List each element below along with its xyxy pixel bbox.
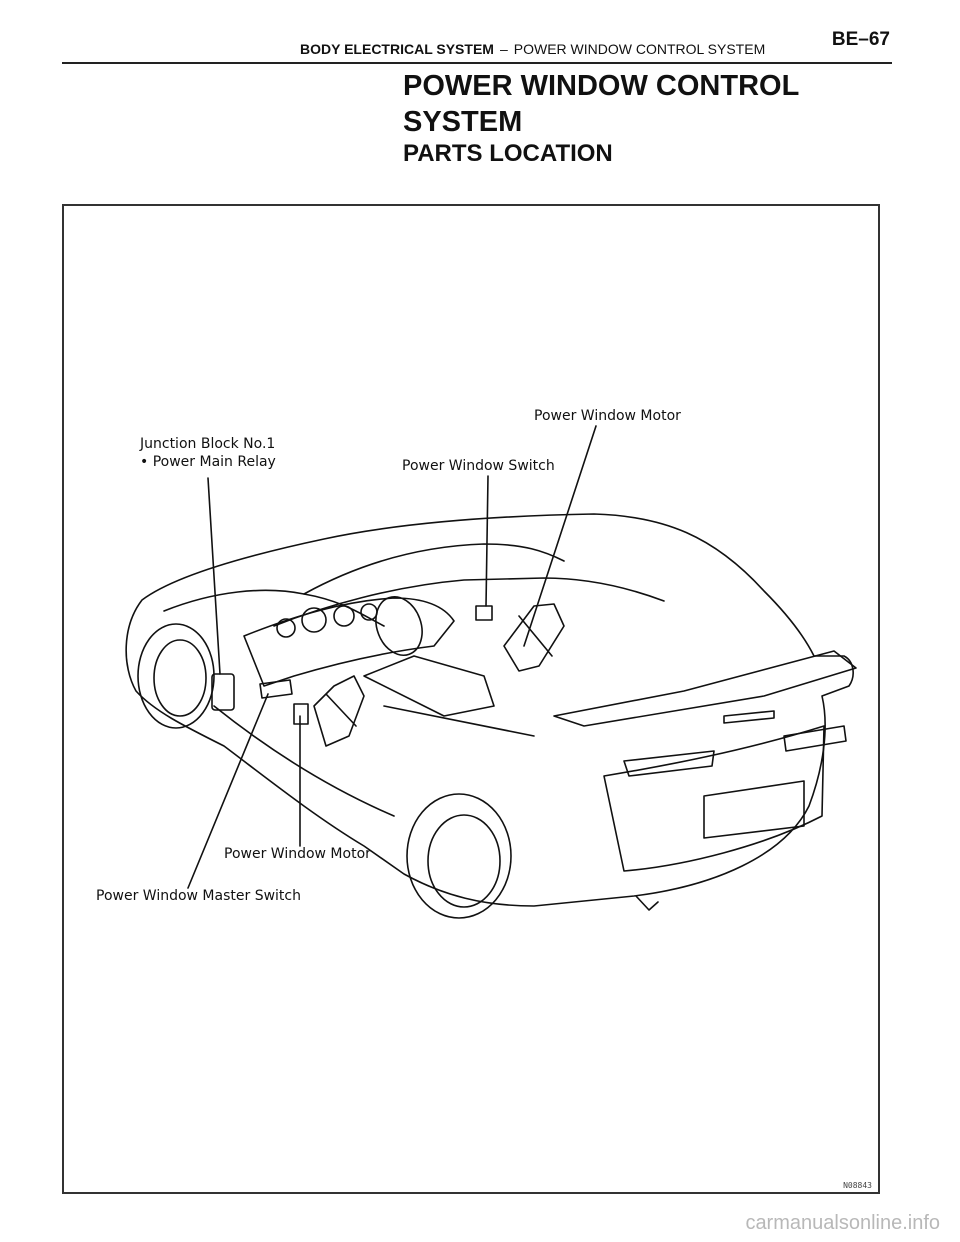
car-illustration (125, 425, 857, 919)
label-power-window-master-switch: Power Window Master Switch (96, 888, 301, 904)
steering-wheel (375, 596, 423, 656)
license-plate (703, 780, 805, 839)
windshield-line (303, 543, 565, 595)
door-sill (213, 705, 395, 817)
console-line (383, 705, 535, 737)
page-number: BE–67 (831, 29, 890, 50)
label-junction-block: Junction Block No.1 (140, 436, 276, 452)
dashboard (243, 597, 455, 687)
rear-panel (603, 725, 825, 872)
leader-switch (485, 475, 489, 607)
front-window-regulator (313, 675, 365, 747)
rear-wheel (406, 793, 512, 919)
section-subtitle: PARTS LOCATION (403, 140, 613, 167)
tail-light-right (783, 725, 847, 752)
rear-spoiler (553, 650, 857, 727)
gauge-2 (301, 607, 327, 633)
front-wheel-inner (153, 639, 207, 717)
center-console (363, 655, 495, 717)
master-switch (259, 679, 293, 699)
front-wheel (137, 623, 215, 729)
leader-master (187, 693, 269, 889)
window-switch (475, 605, 493, 621)
figure-id: N08843 (843, 1181, 872, 1190)
rear-window-regulator (503, 603, 565, 672)
header-section-title: BODY ELECTRICAL SYSTEM (300, 41, 494, 57)
header-subsection-title: POWER WINDOW CONTROL SYSTEM (513, 41, 766, 57)
watermark: carmanualsonline.info (745, 1212, 940, 1234)
parts-location-figure: Junction Block No.1 • Power Main Relay P… (62, 204, 880, 1194)
label-power-window-motor-top: Power Window Motor (534, 408, 681, 424)
leader-motor-top (523, 425, 597, 647)
front-window-motor (293, 703, 309, 725)
gauge-1 (276, 618, 296, 638)
exhaust (635, 895, 659, 911)
page-title: POWER WINDOW CONTROL SYSTEM (403, 70, 799, 138)
label-power-window-motor-bottom: Power Window Motor (224, 846, 371, 862)
rear-emblem (723, 710, 775, 724)
rear-wheel-inner (427, 814, 501, 908)
tail-light-left (623, 750, 715, 777)
label-power-main-relay: • Power Main Relay (140, 454, 276, 470)
roof-opening (273, 577, 665, 627)
leader-junction (207, 477, 221, 675)
header-separator: – (499, 41, 508, 57)
header-section: BODY ELECTRICAL SYSTEM–POWER WINDOW CONT… (300, 41, 765, 57)
junction-block (211, 673, 235, 711)
page-header: BODY ELECTRICAL SYSTEM–POWER WINDOW CONT… (62, 28, 892, 64)
label-power-window-switch: Power Window Switch (402, 458, 555, 474)
gauge-3 (333, 605, 355, 627)
